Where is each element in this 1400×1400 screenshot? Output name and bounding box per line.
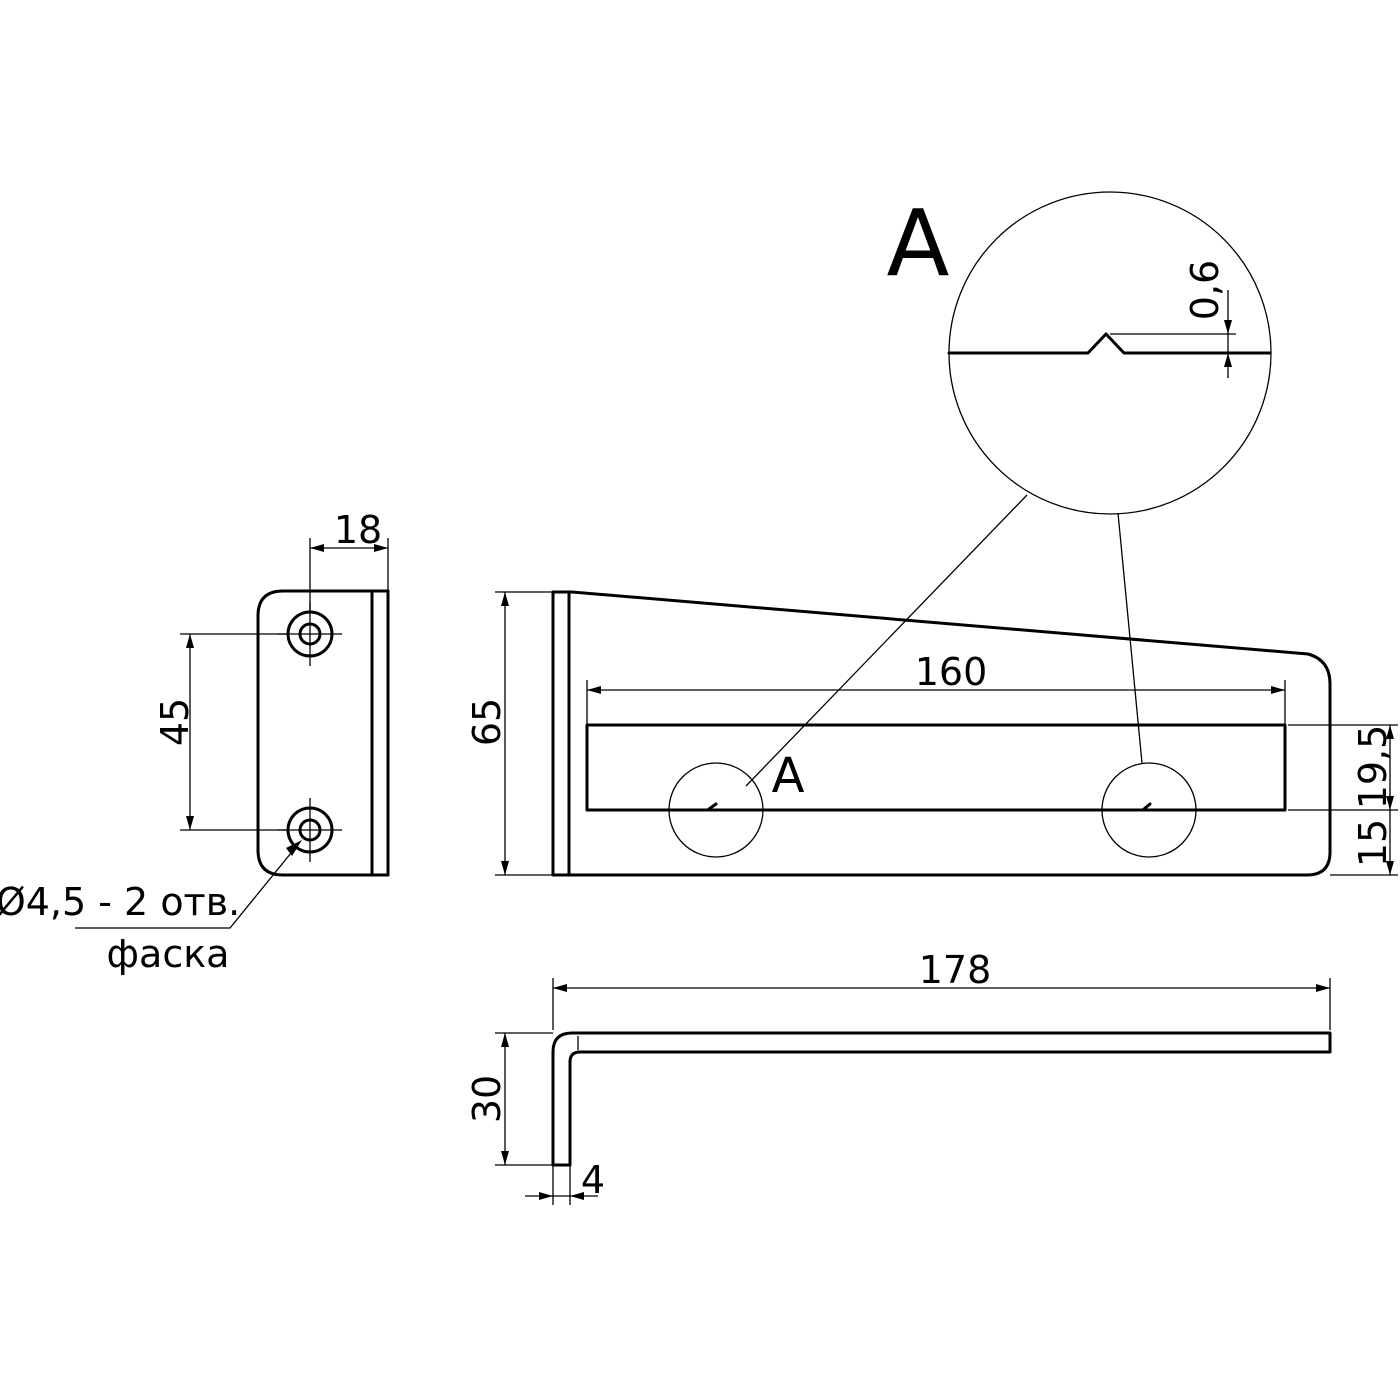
dimension-4: 4 [525, 1158, 605, 1205]
notch-mark-left [707, 802, 718, 811]
hole-note: Ø4,5 - 2 отв. [0, 880, 240, 924]
dimension-19-5: 19,5 [1288, 724, 1398, 811]
slot-outline [585, 723, 1287, 812]
dim-18-label: 18 [334, 508, 382, 552]
dimension-30: 30 [465, 1032, 553, 1166]
detail-a-view: A 0,6 [887, 190, 1272, 515]
hole-leader [75, 840, 302, 929]
front-plate-outline [551, 590, 1332, 877]
dimension-18: 18 [309, 508, 389, 612]
detail-a-profile [947, 332, 1272, 355]
detail-a-title: A [887, 190, 950, 297]
dim-65-label: 65 [465, 698, 509, 746]
dim-19-5-label: 19,5 [1351, 725, 1395, 810]
dim-30-label: 30 [465, 1075, 509, 1123]
left-plate-outline [256, 589, 390, 877]
dimension-0-6: 0,6 [1110, 260, 1236, 378]
dimension-45: 45 [153, 633, 288, 831]
dim-4-label: 4 [581, 1158, 605, 1202]
side-view: 178 30 4 [465, 948, 1332, 1205]
dim-15-label: 15 [1351, 819, 1395, 867]
notch-mark-right [1142, 802, 1152, 811]
dim-45-label: 45 [153, 698, 197, 746]
detail-leader-right [1117, 512, 1143, 764]
dimension-160: 160 [586, 650, 1286, 725]
dim-178-label: 178 [919, 948, 992, 992]
callout-a-label: A [772, 748, 805, 804]
dim-0-6-label: 0,6 [1183, 260, 1227, 320]
left-view: 18 45 Ø4,5 - 2 отв. фаска [0, 508, 390, 976]
front-view: A 65 160 19,5 [465, 494, 1398, 877]
dimension-178: 178 [552, 948, 1331, 1030]
detail-circle-right [1101, 762, 1197, 858]
side-profile-outline [551, 1031, 1332, 1167]
dimension-65: 65 [465, 591, 553, 876]
detail-circle-left [668, 762, 764, 858]
dimension-15: 15 [1330, 810, 1398, 876]
chamfer-note: фаска [107, 932, 230, 976]
dim-160-label: 160 [915, 650, 988, 694]
detail-leader-left [745, 494, 1028, 787]
